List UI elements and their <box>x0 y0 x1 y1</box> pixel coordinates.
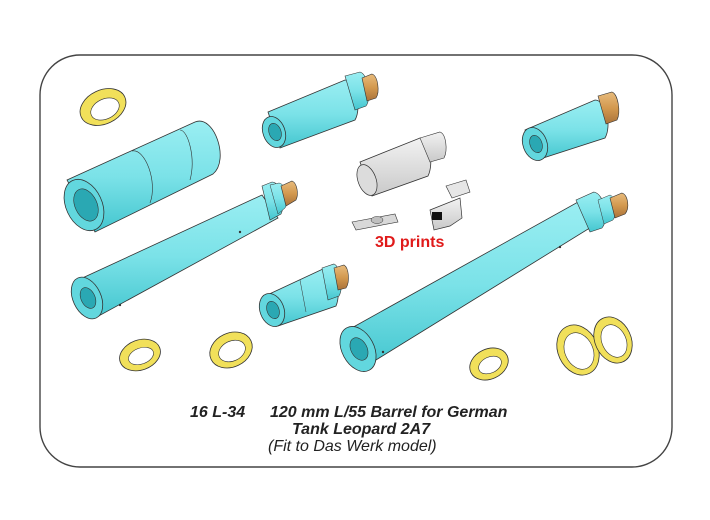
ring-top-left <box>79 88 127 126</box>
product-title-line1: 120 mm L/55 Barrel for German <box>270 404 508 421</box>
printed-adapter <box>356 131 447 197</box>
3d-prints-label: 3D prints <box>375 234 445 251</box>
product-title-line2: Tank Leopard 2A7 <box>292 421 431 438</box>
muzzle-section-top <box>261 71 379 149</box>
muzzle-section-right <box>521 91 620 161</box>
ring-lower-center <box>469 347 509 381</box>
ring-lower-left <box>119 338 161 372</box>
fit-note: (Fit to Das Werk model) <box>268 438 437 455</box>
sheet-frame <box>39 54 673 468</box>
long-barrel-right <box>339 191 629 372</box>
printed-plate <box>351 213 399 231</box>
ring-lower-middle <box>209 331 253 369</box>
printed-bracket <box>429 179 471 231</box>
long-barrel-left <box>70 180 298 320</box>
large-barrel-sleeve <box>63 120 221 233</box>
catalog-code: 16 L-34 <box>190 404 246 421</box>
ring-pair-right <box>556 316 633 376</box>
short-barrel-section <box>258 263 349 327</box>
